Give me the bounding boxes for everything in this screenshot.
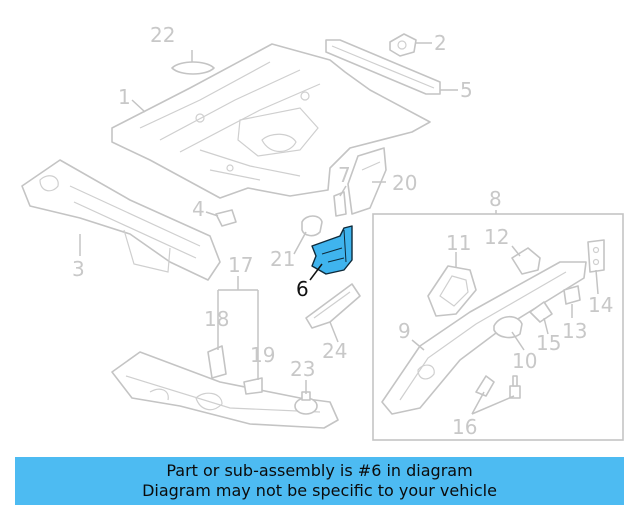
callout-6: 6 (296, 277, 309, 301)
callout-14: 14 (588, 293, 613, 317)
callout-1: 1 (118, 85, 131, 109)
part-18-bracket (207, 345, 227, 379)
callout-15: 15 (536, 331, 561, 355)
part-1-rear-floor-pan (111, 43, 431, 199)
callout-13: 13 (562, 319, 587, 343)
part-7-bracket (333, 191, 347, 217)
part-20-panel (347, 147, 387, 215)
banner-line-1: Part or sub-assembly is #6 in diagram (166, 461, 473, 480)
part-5-crossmember (325, 39, 441, 95)
part-24-reinforcement (305, 283, 361, 329)
callout-24: 24 (322, 339, 347, 363)
callout-5: 5 (460, 78, 473, 102)
callout-7: 7 (338, 163, 351, 187)
leader-lines (79, 42, 599, 415)
callout-16: 16 (452, 415, 477, 439)
callouts: 1 2 3 4 5 6 7 8 9 10 11 12 13 14 15 16 1… (72, 23, 613, 439)
part-2-bracket (389, 33, 417, 57)
part-14-plate (587, 239, 605, 273)
part-11-mount (427, 265, 477, 317)
info-banner: Part or sub-assembly is #6 in diagram Di… (15, 457, 624, 505)
callout-12: 12 (484, 225, 509, 249)
callout-4: 4 (192, 197, 205, 221)
part-13-clip (563, 285, 581, 305)
subassembly-8-box (372, 213, 624, 441)
callout-17: 17 (228, 253, 253, 277)
callout-9: 9 (398, 319, 411, 343)
part-6-shape (311, 225, 353, 275)
callout-3: 3 (72, 257, 85, 281)
callout-20: 20 (392, 171, 417, 195)
part-21-bushing (301, 215, 323, 237)
part-22-grommet (171, 61, 215, 75)
banner-line-2: Diagram may not be specific to your vehi… (142, 481, 497, 500)
part-3-rear-panel (21, 159, 221, 281)
part-17-lower-panel (111, 351, 339, 429)
part-15-bracket (529, 301, 553, 323)
callout-22: 22 (150, 23, 175, 47)
part-6-bracket-highlighted (311, 225, 353, 275)
callout-11: 11 (446, 231, 471, 255)
part-10-bushing (493, 315, 523, 339)
part-9-side-member (381, 261, 587, 415)
callout-2: 2 (434, 31, 447, 55)
callout-8: 8 (489, 187, 502, 211)
callout-21: 21 (270, 247, 295, 271)
callout-18: 18 (204, 307, 229, 331)
part-23-plug (294, 391, 318, 415)
callout-19: 19 (250, 343, 275, 367)
part-4-clip (215, 209, 237, 227)
part-19-clip (243, 377, 263, 395)
callout-23: 23 (290, 357, 315, 381)
callout-10: 10 (512, 349, 537, 373)
